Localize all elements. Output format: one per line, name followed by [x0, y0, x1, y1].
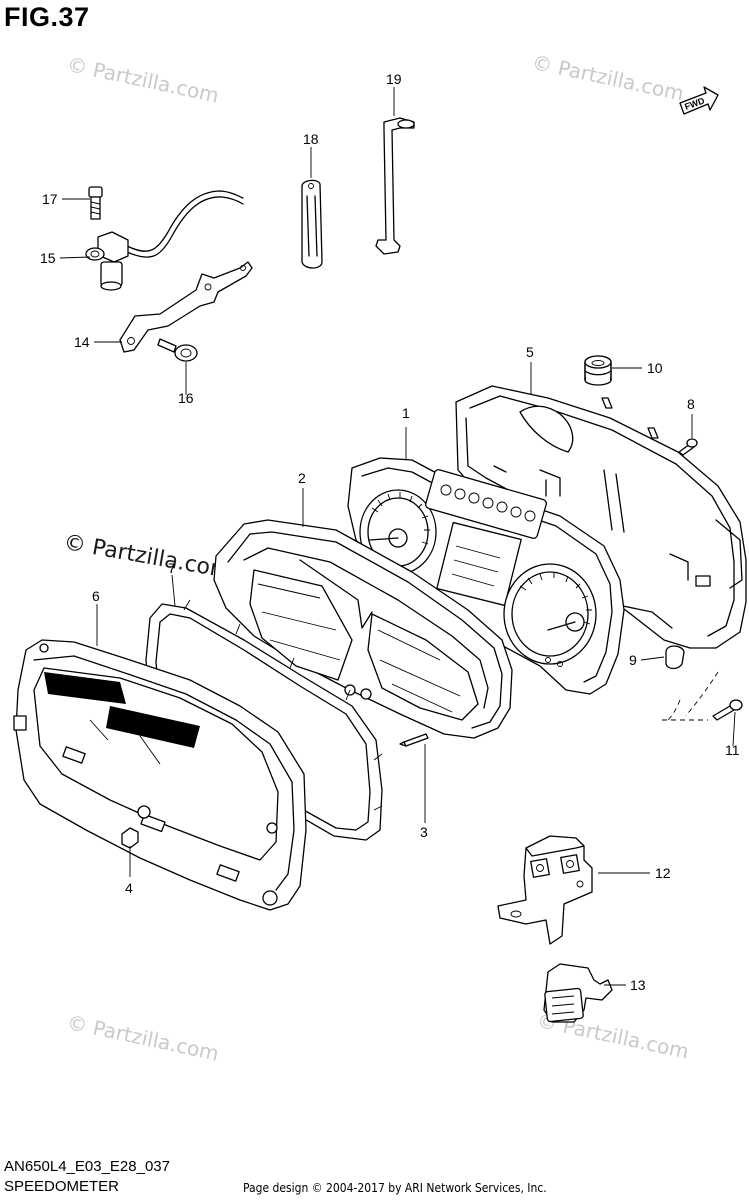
callout-16: 16 — [178, 390, 194, 406]
callout-11: 11 — [725, 742, 740, 758]
speed-sensor-15 — [85, 190, 244, 291]
callout-5: 5 — [526, 344, 534, 360]
copyright-notice: Page design © 2004-2017 by ARI Network S… — [243, 1181, 547, 1195]
cap-9 — [665, 645, 685, 670]
bracket-14 — [119, 261, 253, 353]
figure-name: SPEEDOMETER — [4, 1178, 120, 1195]
grommet-10 — [584, 355, 612, 386]
callout-1: 1 — [402, 405, 410, 421]
pin-3 — [399, 733, 429, 747]
front-cover-6 — [13, 639, 307, 911]
callout-15: 15 — [40, 250, 56, 266]
callout-4: 4 — [125, 880, 133, 896]
callout-19: 19 — [386, 71, 402, 87]
screw-8 — [678, 438, 698, 456]
screw-11 — [712, 699, 743, 721]
callout-8: 8 — [687, 396, 695, 412]
callout-9: 9 — [629, 652, 637, 668]
frame-2 — [213, 519, 513, 739]
clip-19 — [375, 117, 415, 255]
fwd-arrow-icon: FWD — [679, 86, 719, 115]
connector-13 — [543, 963, 613, 1023]
callout-18: 18 — [303, 131, 319, 147]
callout-2: 2 — [298, 470, 306, 486]
callout-13: 13 — [630, 977, 646, 993]
callout-6: 6 — [92, 588, 100, 604]
rear-housing-5 — [455, 385, 747, 649]
callout-7: 7 — [168, 560, 176, 576]
bolt-16 — [157, 338, 198, 362]
callout-12: 12 — [655, 865, 671, 881]
nut-4 — [121, 827, 139, 849]
meter-panel-1 — [347, 457, 625, 695]
figure-title: FIG.37 — [4, 2, 90, 32]
callout-14: 14 — [74, 334, 90, 350]
callout-3: 3 — [420, 824, 428, 840]
bracket-12 — [497, 835, 593, 945]
bolt-17 — [88, 186, 103, 220]
leader-lines — [59, 87, 736, 986]
callout-17: 17 — [42, 191, 58, 207]
strap-18 — [301, 179, 323, 269]
callout-10: 10 — [647, 360, 663, 376]
figure-code: AN650L4_E03_E28_037 — [4, 1158, 170, 1175]
